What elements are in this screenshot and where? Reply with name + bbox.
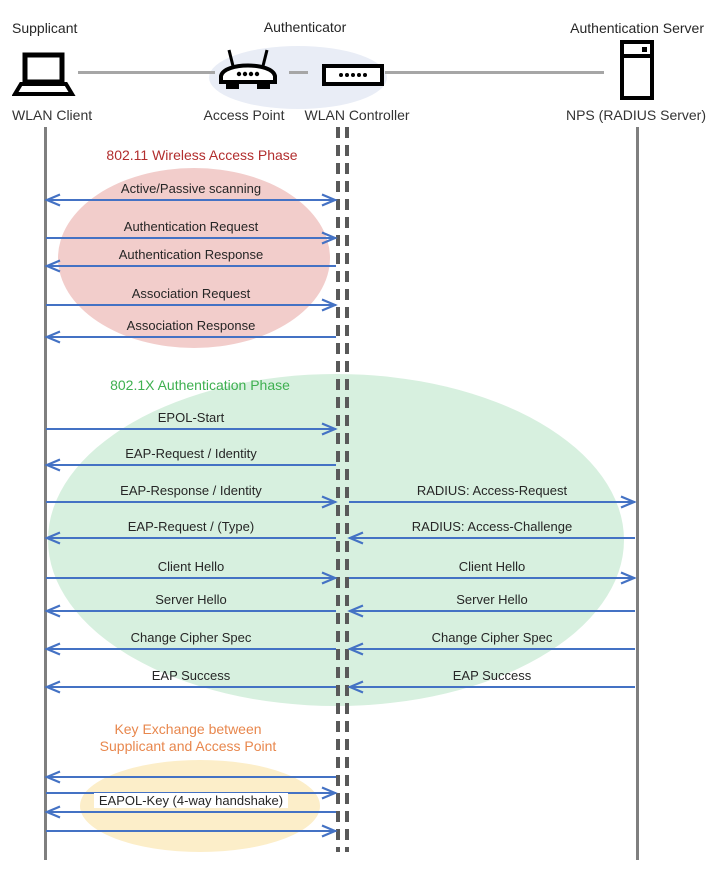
- message-label-text: Active/Passive scanning: [120, 181, 262, 196]
- arrowhead: [44, 770, 61, 784]
- lifeline-wlan-controller: [345, 127, 349, 852]
- wlan-controller-icon: [322, 64, 384, 86]
- message-label-text: EAP Success: [151, 668, 231, 683]
- device-label-nps-radius-server: NPS (RADIUS Server): [565, 107, 707, 123]
- message-label: Server Hello: [41, 592, 341, 607]
- message-label-text: Association Request: [131, 286, 251, 301]
- lifeline-nps-server: [636, 127, 639, 860]
- message-label-text: Server Hello: [155, 592, 227, 607]
- message-label-text: EAP-Request / Identity: [125, 446, 257, 461]
- arrowhead: [44, 458, 61, 472]
- message-label: Change Cipher Spec: [342, 630, 642, 645]
- lifeline-access-point: [336, 127, 340, 852]
- arrowhead: [620, 495, 637, 509]
- phase-title-key-exchange: Key Exchange between Supplicant and Acce…: [38, 721, 338, 755]
- phase-title-80211: 802.11 Wireless Access Phase: [106, 147, 298, 163]
- message-label: Association Request: [41, 286, 341, 301]
- arrowhead: [44, 604, 61, 618]
- message-label: Client Hello: [342, 559, 642, 574]
- connector-client-ap: [78, 71, 215, 74]
- arrowhead: [321, 824, 338, 838]
- message-label: EAP-Response / Identity: [41, 483, 341, 498]
- phase-title-8021x: 802.1X Authentication Phase: [110, 377, 290, 393]
- connector-controller-server: [385, 71, 604, 74]
- message-label: EPOL-Start: [41, 410, 341, 425]
- message-label-text: EPOL-Start: [157, 410, 225, 425]
- message-label-text: Change Cipher Spec: [130, 630, 252, 645]
- message-label: Authentication Request: [41, 219, 341, 234]
- phase-title-key-exchange-line1: Key Exchange between: [114, 721, 262, 737]
- message-label-text: Server Hello: [456, 592, 528, 607]
- message-label-text: EAP-Request / (Type): [127, 519, 255, 534]
- role-label-authentication-server: Authentication Server: [570, 20, 704, 36]
- server-icon: [620, 40, 654, 100]
- message-label-text: Change Cipher Spec: [431, 630, 553, 645]
- message-label: EAP-Request / Identity: [41, 446, 341, 461]
- message-label: RADIUS: Access-Challenge: [342, 519, 642, 534]
- message-label-text: Client Hello: [157, 559, 225, 574]
- arrowhead: [44, 642, 61, 656]
- message-label-text: Client Hello: [458, 559, 526, 574]
- message-label: EAP-Request / (Type): [41, 519, 341, 534]
- arrowhead: [44, 680, 61, 694]
- message-label: EAP Success: [41, 668, 341, 683]
- message-label: Server Hello: [342, 592, 642, 607]
- message-label-text: RADIUS: Access-Challenge: [411, 519, 573, 534]
- message-label: Client Hello: [41, 559, 341, 574]
- device-label-wlan-client: WLAN Client: [12, 107, 93, 123]
- message-label: Association Response: [41, 318, 341, 333]
- device-label-wlan-controller: WLAN Controller: [304, 107, 410, 123]
- role-label-supplicant: Supplicant: [12, 20, 78, 36]
- laptop-icon: [12, 52, 76, 98]
- arrowhead: [620, 571, 637, 585]
- arrowhead: [321, 298, 338, 312]
- phase-title-key-exchange-line2: Supplicant and Access Point: [99, 738, 277, 754]
- message-label-text: Association Response: [126, 318, 256, 333]
- message-label: EAP Success: [342, 668, 642, 683]
- message-label: Authentication Response: [41, 247, 341, 262]
- device-label-access-point: Access Point: [203, 107, 285, 123]
- arrowhead: [44, 193, 61, 207]
- message-label: Active/Passive scanning: [41, 181, 341, 196]
- role-label-authenticator: Authenticator: [263, 19, 347, 35]
- message-label-text: Authentication Request: [123, 219, 259, 234]
- arrowhead: [44, 805, 61, 819]
- arrowhead: [321, 193, 338, 207]
- arrowhead: [44, 330, 61, 344]
- message-label-text: EAP Success: [452, 668, 532, 683]
- phase-ellipse-80211: [58, 168, 330, 348]
- message-label: Change Cipher Spec: [41, 630, 341, 645]
- message-label-text: Authentication Response: [118, 247, 264, 262]
- message-label-text: EAP-Response / Identity: [120, 483, 262, 498]
- access-point-icon: [216, 49, 280, 93]
- message-label: EAPOL-Key (4-way handshake): [41, 793, 341, 808]
- message-label-text: EAPOL-Key (4-way handshake): [93, 793, 289, 808]
- lifeline-wlan-client: [44, 127, 47, 860]
- connector-ap-controller: [289, 71, 308, 74]
- message-label-text: RADIUS: Access-Request: [416, 483, 568, 498]
- message-label: RADIUS: Access-Request: [342, 483, 642, 498]
